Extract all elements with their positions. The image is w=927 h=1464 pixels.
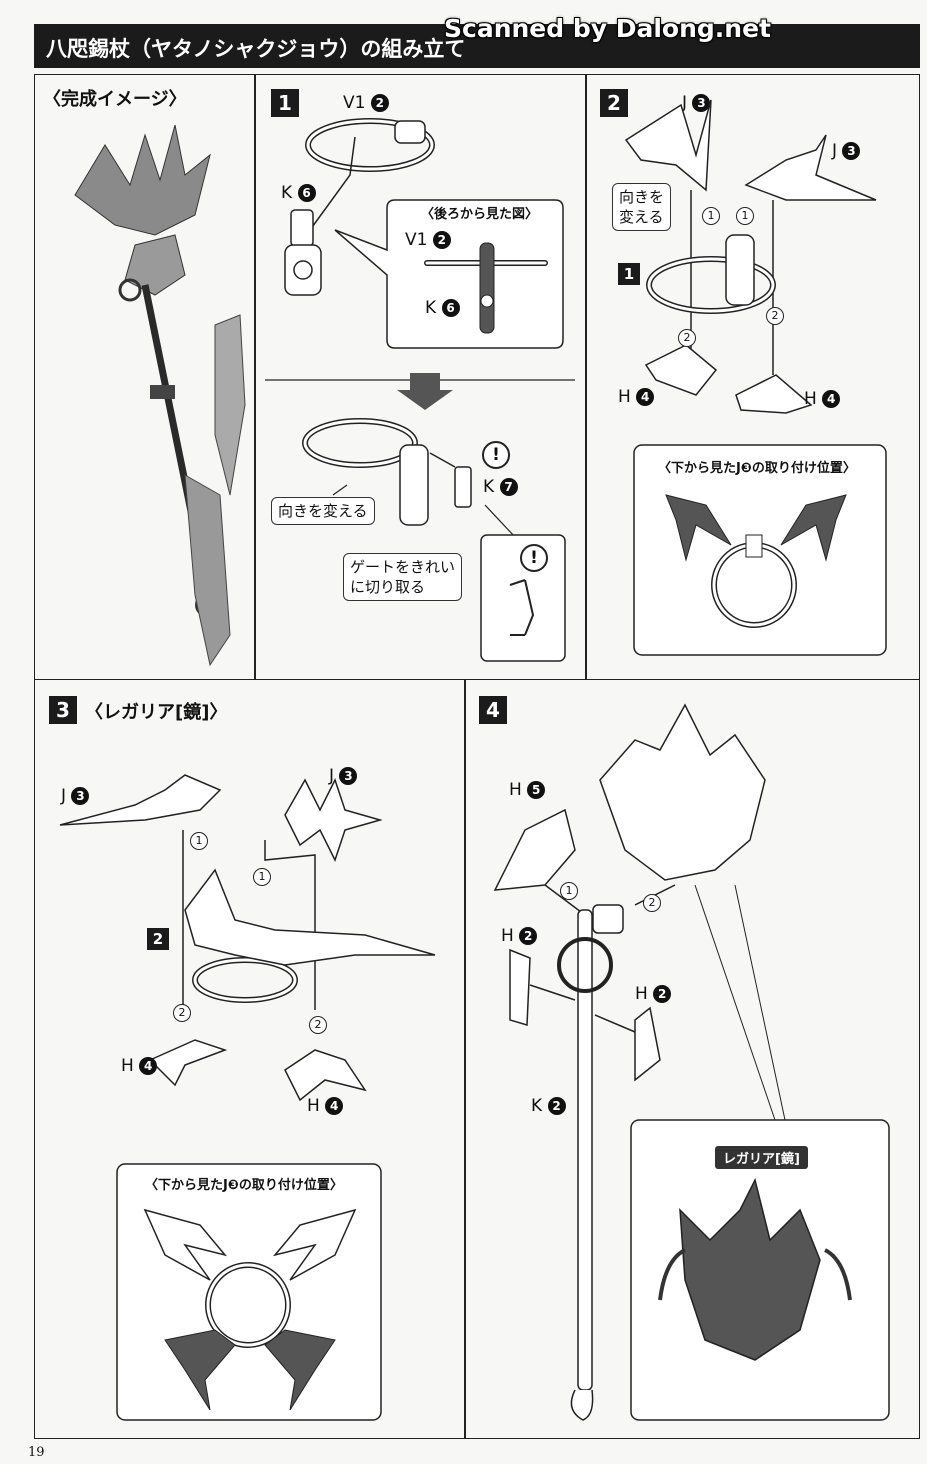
part-number: 2 xyxy=(653,985,672,1003)
part-code: J xyxy=(329,766,335,786)
part-label-j3-right: J 3 xyxy=(832,141,861,161)
part-label-h2-right: H 2 xyxy=(635,984,672,1004)
step-3-drawing xyxy=(59,774,436,1421)
panel-completed-image: 〈完成イメージ〉 xyxy=(34,74,256,680)
step-number-4: 4 xyxy=(479,696,507,724)
order-marker-2a: 2 xyxy=(678,329,696,347)
caution-icon: ! xyxy=(482,441,510,469)
scan-watermark: Scanned by Dalong.net xyxy=(444,14,772,43)
page-header-bar: 八咫錫杖（ヤタノシャクジョウ）の組み立て xyxy=(34,24,920,68)
part-number: 4 xyxy=(822,390,841,408)
part-number: 2 xyxy=(432,231,451,249)
page-number: 19 xyxy=(28,1445,45,1460)
inset-title-regalia-mirror: レガリア[鏡] xyxy=(715,1146,808,1169)
part-code: J xyxy=(682,93,688,113)
ref-step-2: 2 xyxy=(147,928,169,950)
part-number: 4 xyxy=(636,388,655,406)
panel-step-3: 3 〈レガリア[鏡]〉 J 3 J 3 2 1 1 2 2 H 4 H 4 〈下… xyxy=(34,679,466,1439)
part-code: J xyxy=(61,786,67,806)
note-line: に切り取る xyxy=(350,578,426,596)
step-2-drawing xyxy=(624,99,887,656)
part-number: 2 xyxy=(370,94,389,112)
inset-label-v1: V1 2 xyxy=(405,230,451,250)
step-number-3: 3 xyxy=(49,696,77,724)
part-code: H xyxy=(307,1096,320,1116)
part-number: 2 xyxy=(547,1097,566,1115)
note-line: ゲートをきれい xyxy=(350,558,456,576)
order-marker-1a: 1 xyxy=(190,832,208,850)
completed-staff-illustration xyxy=(74,124,246,667)
page-title: 八咫錫杖（ヤタノシャクジョウ）の組み立て xyxy=(46,37,466,61)
part-label-h4-left: H 4 xyxy=(121,1056,158,1076)
part-code: K xyxy=(281,183,293,203)
part-code: H xyxy=(804,389,817,409)
inset-label-k6: K 6 xyxy=(425,298,460,318)
part-number: 3 xyxy=(692,94,711,112)
panel-step-1: 1 V1 2 K 6 〈後ろから見た図〉 V1 2 K xyxy=(254,74,587,680)
inset-title-bottom-view: 〈下から見たJ❸の取り付け位置〉 xyxy=(145,1178,343,1193)
part-label-h5: H 5 xyxy=(509,780,546,800)
order-marker-2b: 2 xyxy=(766,307,784,325)
part-code: H xyxy=(635,984,648,1004)
part-number: 5 xyxy=(527,781,546,799)
part-code: K xyxy=(483,477,495,497)
part-code: H xyxy=(509,780,522,800)
part-number: 3 xyxy=(842,142,861,160)
order-marker-2a: 2 xyxy=(173,1004,191,1022)
order-marker-1a: 1 xyxy=(702,207,720,225)
note-turn-around: 向きを変える xyxy=(271,497,375,525)
part-code: H xyxy=(121,1056,134,1076)
note-line: 変える xyxy=(619,208,664,226)
part-number: 2 xyxy=(519,927,538,945)
part-label-k2: K 2 xyxy=(531,1096,566,1116)
inset-title-rear-view: 〈後ろから見た図〉 xyxy=(421,207,539,222)
part-code: K xyxy=(531,1096,543,1116)
part-number: 6 xyxy=(297,184,316,202)
part-number: 3 xyxy=(71,787,90,805)
part-label-k7: K 7 xyxy=(483,477,518,497)
ref-step-1: 1 xyxy=(618,263,640,285)
part-code: K xyxy=(425,298,437,318)
step-3-title: 〈レガリア[鏡]〉 xyxy=(85,702,228,723)
part-code: J xyxy=(832,141,838,161)
caution-icon-inset: ! xyxy=(520,544,548,572)
part-label-k6: K 6 xyxy=(281,183,316,203)
note-line: 向きを xyxy=(619,188,665,206)
part-number: 4 xyxy=(139,1057,158,1075)
step-number-2: 2 xyxy=(600,89,628,117)
part-label-h4-right: H 4 xyxy=(307,1096,344,1116)
part-number: 7 xyxy=(499,478,518,496)
order-marker-2: 2 xyxy=(643,894,661,912)
part-label-h2-left: H 2 xyxy=(501,926,538,946)
part-number: 3 xyxy=(339,767,358,785)
note-cut-gate: ゲートをきれい に切り取る xyxy=(343,553,463,601)
part-code: H xyxy=(618,387,631,407)
part-code: H xyxy=(501,926,514,946)
part-label-h4-left: H 4 xyxy=(618,387,655,407)
part-number: 6 xyxy=(441,299,460,317)
part-label-j3-right: J 3 xyxy=(329,766,358,786)
part-code: V1 xyxy=(343,93,366,113)
inset-title-bottom-view: 〈下から見たJ❸の取り付け位置〉 xyxy=(658,461,856,476)
order-marker-1b: 1 xyxy=(253,868,271,886)
part-code: V1 xyxy=(405,230,428,250)
order-marker-1b: 1 xyxy=(736,207,754,225)
panel-step-4: 4 H 5 H 2 H 2 K 2 1 2 レガリア[鏡] xyxy=(464,679,920,1439)
part-label-v1: V1 2 xyxy=(343,93,389,113)
order-marker-1: 1 xyxy=(560,882,578,900)
step-number-1: 1 xyxy=(271,89,299,117)
panel-step-2: 2 J 3 J 3 向きを 変える 1 1 1 2 2 H 4 H 4 〈 xyxy=(585,74,920,680)
step-4-drawing xyxy=(493,703,890,1421)
part-label-j3-top: J 3 xyxy=(682,93,711,113)
part-label-h4-right: H 4 xyxy=(804,389,841,409)
part-number: 4 xyxy=(325,1097,344,1115)
note-turn-around: 向きを 変える xyxy=(612,183,672,231)
order-marker-2b: 2 xyxy=(309,1016,327,1034)
part-label-j3-left: J 3 xyxy=(61,786,90,806)
completed-image-label: 〈完成イメージ〉 xyxy=(43,89,187,110)
